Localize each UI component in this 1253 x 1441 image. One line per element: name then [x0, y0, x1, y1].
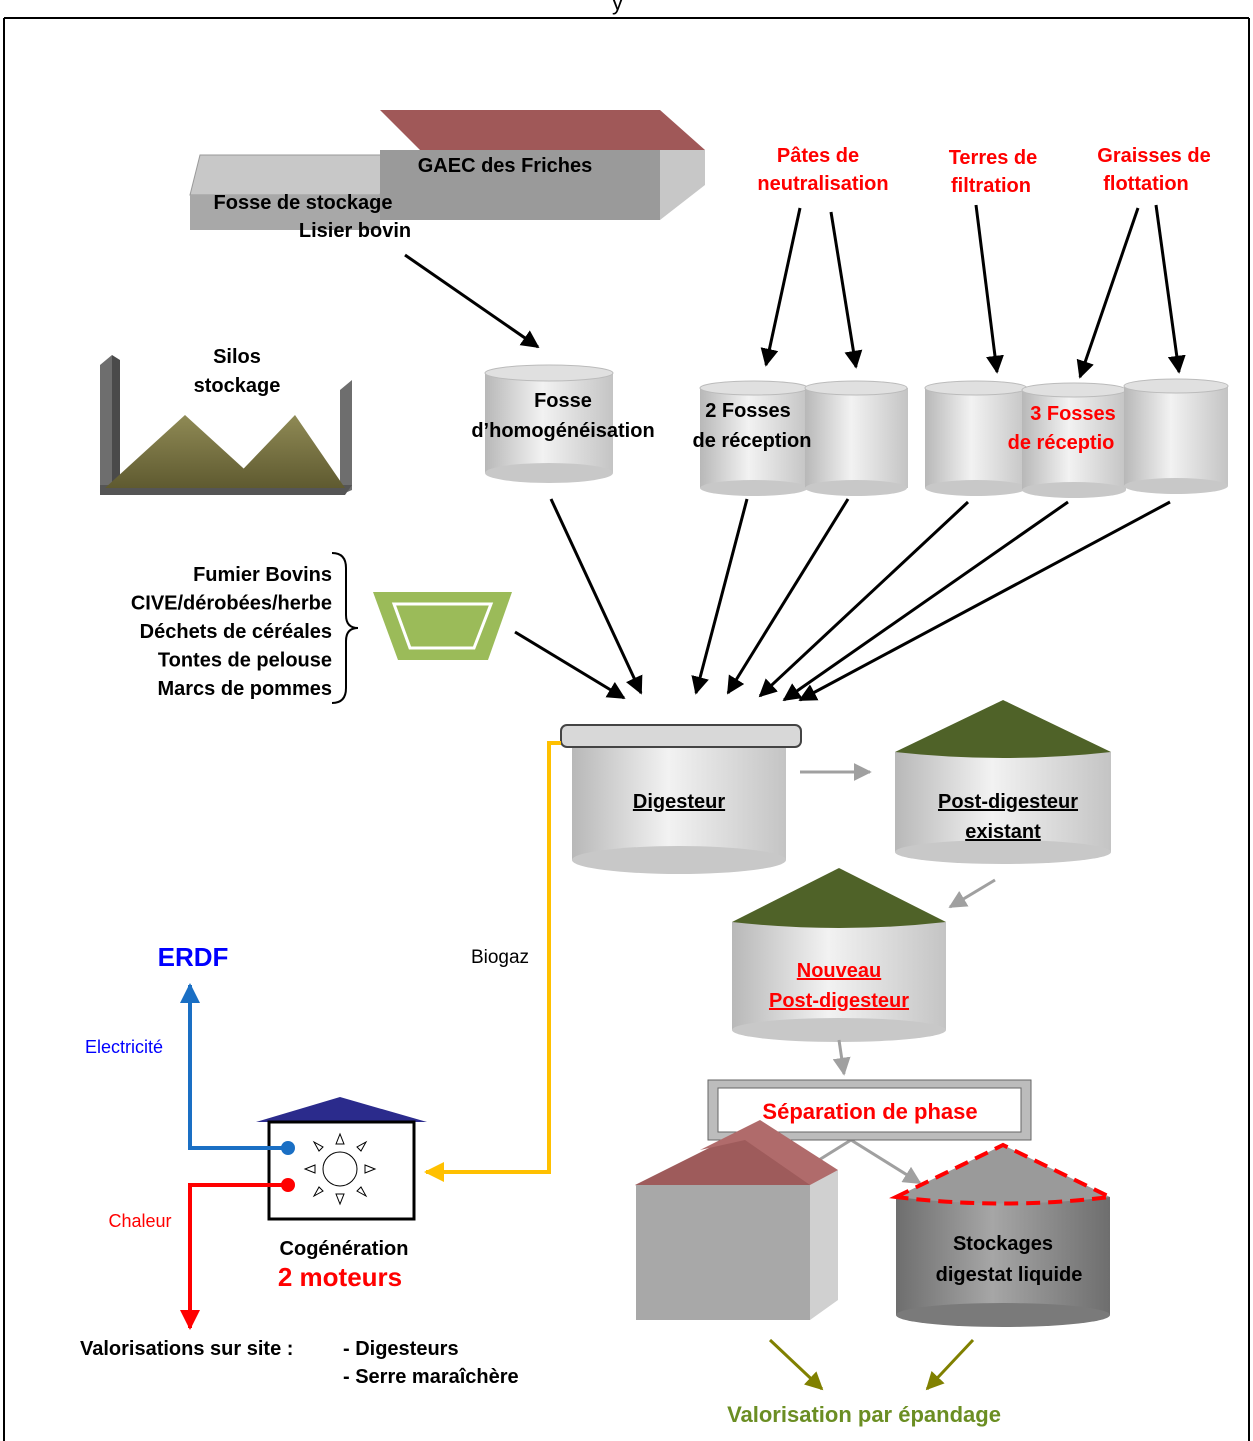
valorisation-site-label: Valorisations sur site :	[80, 1338, 293, 1360]
reception2-label-1: 2 Fosses	[705, 400, 791, 422]
graisses-label-1: Graisses de	[1097, 145, 1210, 167]
reception3-label-1: 3 Fosses	[1030, 403, 1116, 425]
cogeneration-label-1: Cogénération	[280, 1238, 409, 1260]
reception-tanks-3	[924, 378, 1229, 498]
feed-arrows	[404, 204, 1186, 702]
silos-label-2: stockage	[194, 375, 281, 397]
solid-inputs-list: Fumier BovinsCIVE/dérobées/herbeDéchets …	[131, 564, 332, 700]
stockages-label-2: digestat liquide	[936, 1264, 1083, 1286]
digesteur-tank	[560, 724, 802, 874]
separation-label: Séparation de phase	[762, 1099, 977, 1124]
nouveau-post-label-1: Nouveau	[797, 960, 881, 982]
fosse-homogeneisation-tank	[484, 364, 614, 483]
farm-buildings	[189, 110, 705, 230]
digesteur-label: Digesteur	[633, 791, 725, 813]
reception3-label-2: de réceptio	[1008, 432, 1115, 454]
post-existant-label-1: Post-digesteur	[938, 791, 1078, 813]
cogeneration-label-2: 2 moteurs	[278, 1262, 402, 1292]
solid-input-item: Marcs de pommes	[157, 678, 332, 700]
post-digesteur-existant-tank	[895, 700, 1111, 864]
homog-label-1: Fosse	[534, 390, 592, 412]
nouveau-post-digesteur-tank	[732, 868, 946, 1042]
hopper-icon	[373, 592, 512, 660]
electricity-port-icon	[281, 1141, 295, 1155]
silos-icon	[100, 355, 352, 495]
epandage-label: Valorisation par épandage	[727, 1402, 1001, 1427]
post-existant-label-2: existant	[965, 821, 1041, 843]
epandage-arrows	[768, 1338, 975, 1391]
inputs-brace	[331, 552, 359, 704]
nouveau-post-label-2: Post-digesteur	[769, 990, 909, 1012]
homog-label-2: d’homogénéisation	[471, 420, 654, 442]
electricity-line	[180, 983, 288, 1150]
heat-port-icon	[281, 1178, 295, 1192]
pates-label-2: neutralisation	[757, 173, 888, 195]
sun-icon	[303, 1132, 377, 1206]
erdf-label: ERDF	[158, 942, 229, 972]
solid-input-item: Déchets de céréales	[140, 621, 332, 643]
solid-storage-shed	[635, 1120, 838, 1320]
header-fragment: y	[612, 0, 623, 15]
chaleur-label: Chaleur	[108, 1211, 171, 1231]
pates-label-1: Pâtes de	[777, 145, 859, 167]
silos-label-1: Silos	[213, 346, 261, 368]
biogaz-label: Biogaz	[471, 947, 529, 968]
graisses-label-2: flottation	[1103, 173, 1189, 195]
electricite-label: Electricité	[85, 1037, 163, 1057]
reception-tanks-2	[699, 380, 908, 496]
terres-label-1: Terres de	[949, 147, 1038, 169]
valorisation-site-item-2: - Serre maraîchère	[343, 1366, 519, 1388]
solid-input-item: Tontes de pelouse	[158, 650, 332, 672]
stockages-label-1: Stockages	[953, 1233, 1053, 1255]
lisier-bovin-label: Lisier bovin	[299, 220, 411, 242]
farm-building-label: GAEC des Friches	[418, 155, 593, 177]
liquid-storage-tank	[889, 1142, 1117, 1327]
terres-label-2: filtration	[951, 175, 1031, 197]
solid-input-item: CIVE/dérobées/herbe	[131, 593, 332, 615]
valorisation-site-item-1: - Digesteurs	[343, 1338, 459, 1360]
biogaz-line	[424, 741, 561, 1182]
reception2-label-2: de réception	[693, 430, 812, 452]
heat-line	[180, 1183, 288, 1330]
solid-input-item: Fumier Bovins	[193, 564, 332, 586]
fosse-stockage-label: Fosse de stockage	[214, 192, 393, 214]
